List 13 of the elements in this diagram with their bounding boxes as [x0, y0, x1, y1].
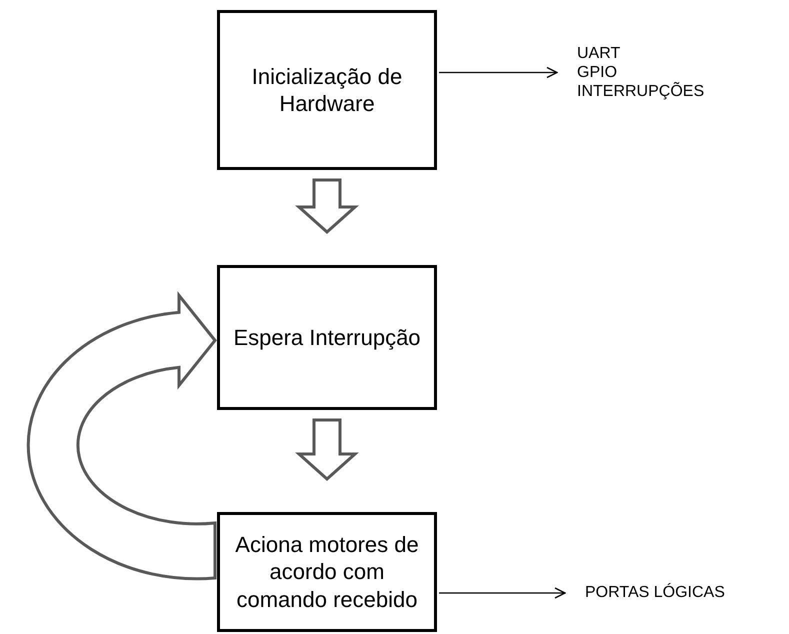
box-label: Inicialização de Hardware: [250, 62, 404, 118]
block-arrow: [26, 294, 216, 580]
note-text: UART GPIO INTERRUPÇÕES: [577, 44, 704, 102]
block-arrow: [295, 418, 359, 482]
box-label: Aciona motores de acordo com comando recebido: [234, 530, 420, 614]
arrow: [439, 66, 558, 78]
arrow: [439, 587, 566, 599]
process-box: [217, 512, 437, 632]
note-text: PORTAS LÓGICAS: [585, 583, 725, 603]
process-box: [217, 265, 437, 410]
block-arrow: [295, 178, 359, 234]
box-label: Espera Interrupção: [233, 324, 421, 352]
process-box: [217, 10, 437, 170]
